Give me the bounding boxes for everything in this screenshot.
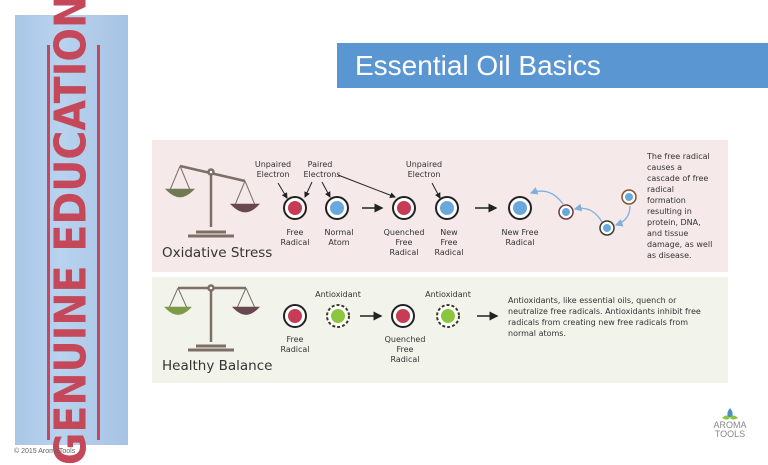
diagram-text: causes a: [647, 163, 682, 172]
new-free-radical-atom: [435, 196, 459, 220]
diagram-text: and tissue: [647, 229, 688, 238]
healthy-balance-panel: [152, 277, 728, 383]
diagram-text: protein, DNA,: [647, 218, 701, 227]
diagram-text: damage, as well: [647, 240, 712, 249]
antioxidant-label: Antioxidant: [425, 290, 471, 299]
atom-label: Radical: [434, 248, 463, 257]
atom-label: Free: [441, 238, 458, 247]
quenched-free-radical-atom: [392, 196, 416, 220]
callout-label: Electron: [408, 170, 441, 179]
genuine-education-banner: GENUINE EDUCATION: [15, 0, 128, 465]
callout-label: Paired: [308, 160, 333, 169]
cascade-arrow-icon: [529, 187, 564, 205]
diagram-text: cascade of free: [647, 174, 708, 183]
atom-label: Radical: [280, 238, 309, 247]
balanced-scale-icon: [163, 284, 261, 352]
diagram-text: The free radical: [646, 152, 710, 161]
aroma-tools-logo: AROMA TOOLS: [705, 405, 755, 439]
copyright: © 2015 AromaTools: [14, 448, 76, 455]
callout-label: Unpaired: [255, 160, 291, 169]
normal-atom: [325, 196, 349, 220]
antioxidant-atom: [326, 304, 350, 328]
unbalanced-scale-icon: [164, 164, 261, 238]
atom-label: Normal: [325, 228, 354, 237]
diagram-text: as disease.: [647, 251, 692, 260]
callout-pointers: [277, 174, 441, 199]
atom-label: Atom: [328, 238, 349, 247]
oxidative-description: The free radical causes a cascade of fre…: [646, 152, 712, 260]
oxidative-stress-heading: Oxidative Stress: [162, 245, 272, 261]
cascade-atom: [621, 189, 637, 205]
diagram-text: radicals from creating new free radicals…: [508, 318, 688, 327]
new-free-radical-atom: [508, 196, 532, 220]
atom-label: Quenched: [384, 228, 425, 237]
diagram-text: formation: [647, 196, 686, 205]
atom-label: Free: [396, 238, 413, 247]
diagram-text: normal atoms.: [508, 329, 566, 338]
callout-label: Unpaired: [406, 160, 442, 169]
antioxidant-atom: [436, 304, 460, 328]
callout-label: Electron: [257, 170, 290, 179]
atom-label: New Free: [502, 228, 539, 237]
atom-label: Radical: [389, 248, 418, 257]
cascade-atom: [558, 204, 574, 220]
diagram-text: resulting in: [647, 207, 692, 216]
atom-label: Radical: [280, 345, 309, 354]
healthy-description: Antioxidants, like essential oils, quenc…: [508, 296, 701, 338]
quenched-free-radical-atom: [391, 304, 415, 328]
logo-text: AROMA: [713, 420, 747, 430]
diagram-text: Antioxidants, like essential oils, quenc…: [508, 296, 677, 305]
banner-rule: [47, 45, 50, 440]
cascade-atom: [599, 220, 615, 236]
callout-label: Electrons: [304, 170, 341, 179]
atom-label: Free: [287, 335, 304, 344]
cascade-arrow-icon: [614, 205, 631, 227]
aroma-tools-logo-icon: [722, 408, 738, 420]
healthy-balance-heading: Healthy Balance: [162, 358, 272, 374]
banner-rule: [97, 45, 100, 440]
slide-title: Essential Oil Basics: [337, 43, 768, 88]
atom-label: Radical: [505, 238, 534, 247]
logo-text: TOOLS: [714, 429, 746, 439]
atom-label: New: [440, 228, 458, 237]
free-radical-atom: [283, 304, 307, 328]
antioxidant-label: Antioxidant: [315, 290, 361, 299]
atom-label: Radical: [390, 355, 419, 364]
cascade-arrow-icon: [573, 203, 603, 223]
atom-label: Free: [397, 345, 414, 354]
diagram-text: radical: [647, 185, 674, 194]
free-radical-atom: [283, 196, 307, 220]
atom-label: Quenched: [385, 335, 426, 344]
diagram-text: neutralize free radicals. Antioxidants i…: [508, 307, 701, 316]
atom-label: Free: [287, 228, 304, 237]
